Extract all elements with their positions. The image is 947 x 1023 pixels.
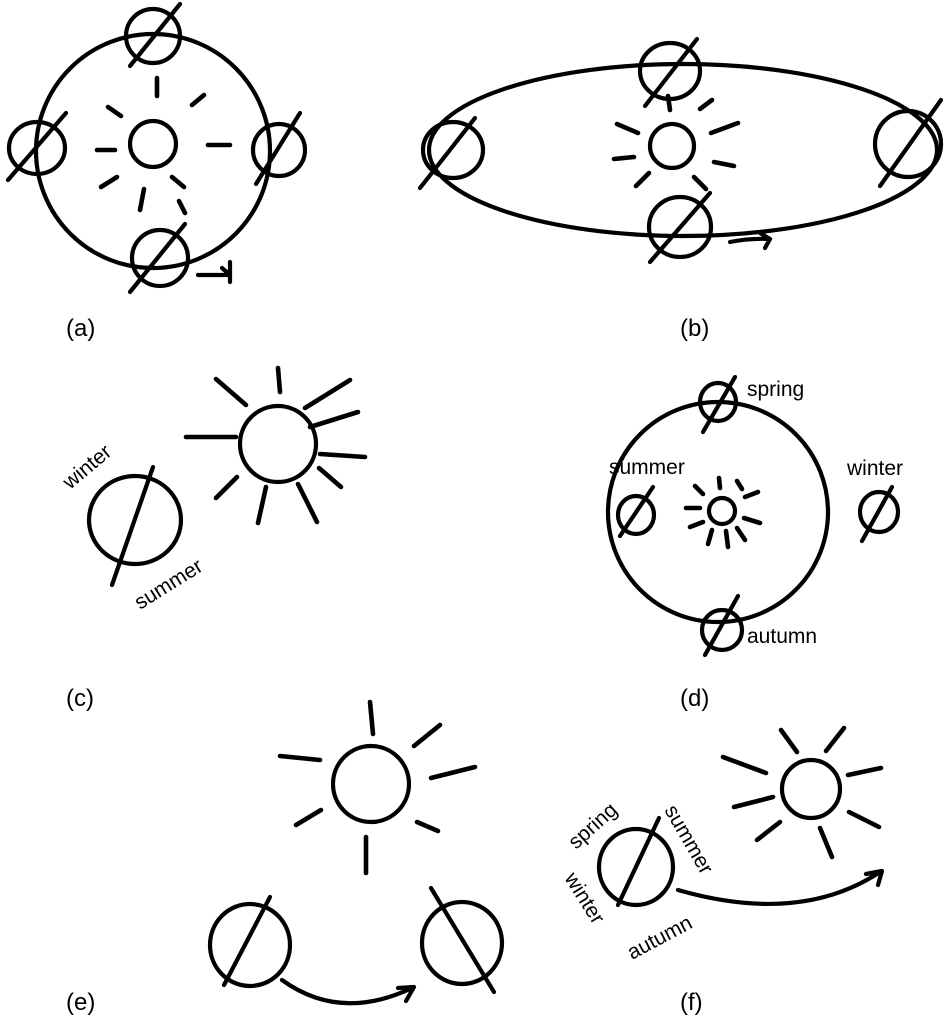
panel-a: (a) xyxy=(8,4,305,342)
sun-disc xyxy=(130,121,176,167)
season-label-autumn: autumn xyxy=(747,625,817,648)
panel-label-a: (a) xyxy=(66,315,95,342)
sun xyxy=(186,368,365,523)
season-label-winter: winter xyxy=(846,457,903,480)
direction-arrow xyxy=(198,262,230,282)
panel-e: (e) xyxy=(66,702,502,1016)
panel-label-e: (e) xyxy=(66,989,95,1016)
panel-d: spring summer winter autumn (d) xyxy=(608,377,903,712)
motion-arrow xyxy=(678,871,882,904)
season-label-autumn: autumn xyxy=(624,911,697,964)
sun-rays xyxy=(186,368,365,523)
earth-bottom xyxy=(130,224,188,292)
sun-disc xyxy=(709,498,735,524)
sun-rays xyxy=(280,702,475,873)
sun xyxy=(280,702,475,873)
earth xyxy=(89,467,181,585)
sun-rays xyxy=(686,478,760,547)
sun-disc xyxy=(782,760,840,818)
season-label-spring: spring xyxy=(747,378,804,401)
sun xyxy=(614,96,738,189)
panel-b: (b) xyxy=(420,39,941,342)
earth-left xyxy=(210,897,290,986)
panel-label-b: (b) xyxy=(680,315,709,342)
earth-summer xyxy=(618,487,654,536)
panel-label-f: (f) xyxy=(680,989,703,1016)
earth-winter xyxy=(860,487,898,541)
motion-arrow xyxy=(282,980,414,1003)
sun-rays xyxy=(614,96,738,189)
sun-disc xyxy=(240,406,316,482)
panel-c: winter summer (c) xyxy=(58,368,365,712)
panel-label-c: (c) xyxy=(66,685,94,712)
season-label-summer: summer xyxy=(660,801,718,878)
sun xyxy=(686,478,760,547)
sun-disc xyxy=(333,746,409,822)
earth-bottom xyxy=(649,193,711,262)
orbit-ellipse xyxy=(429,64,937,236)
orbit-circle xyxy=(608,402,828,622)
sun xyxy=(723,728,881,857)
season-label-summer: summer xyxy=(609,456,685,479)
sun xyxy=(97,78,230,213)
season-label-spring: spring xyxy=(564,798,622,853)
sun-disc xyxy=(650,124,694,168)
earth-right xyxy=(875,100,941,186)
panel-label-d: (d) xyxy=(680,685,709,712)
sun-rays xyxy=(97,78,230,213)
earth-autumn xyxy=(702,596,742,655)
earth-right xyxy=(422,888,502,992)
earth-right xyxy=(253,113,305,184)
earth xyxy=(599,818,673,905)
sun-rays xyxy=(723,728,881,857)
panel-f: spring summer winter autumn (f) xyxy=(559,728,882,1016)
